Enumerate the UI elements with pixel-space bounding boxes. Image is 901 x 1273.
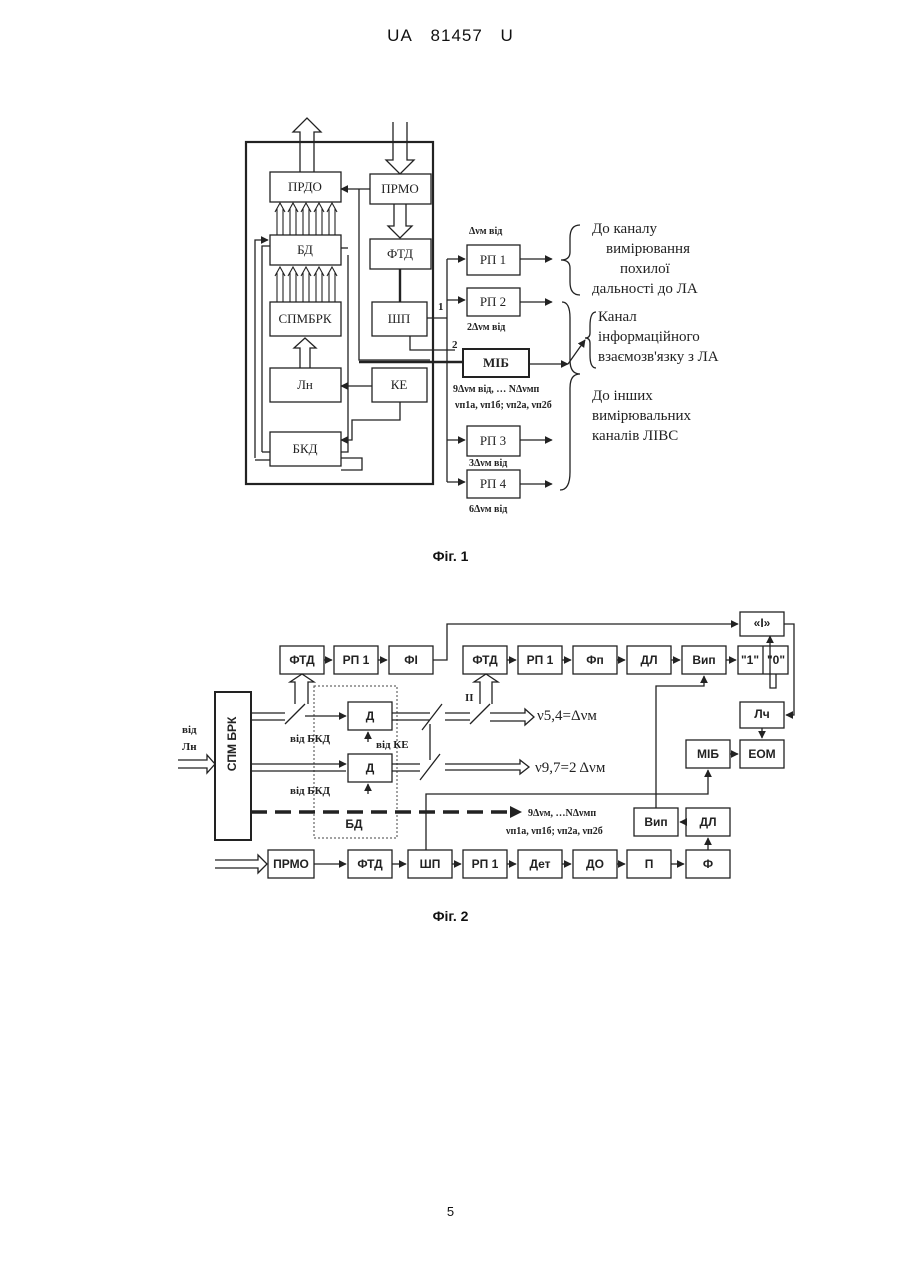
f2-vip2: Вип <box>634 808 678 836</box>
label-vid-bkd-1: від БКД <box>290 733 331 745</box>
label-vid: від <box>182 724 197 736</box>
f2-p: П <box>627 850 671 878</box>
f2-bd-label: БД <box>345 817 363 831</box>
f2-fi: ФІ <box>389 646 433 674</box>
f2-dashed-arrow <box>510 806 522 818</box>
f2-f: Ф <box>686 850 730 878</box>
f2-shp: ШП <box>408 850 452 878</box>
svg-text:ФТД: ФТД <box>289 653 315 667</box>
svg-text:ДО: ДО <box>586 857 604 871</box>
svg-text:РП 1: РП 1 <box>343 653 370 667</box>
svg-text:ШП: ШП <box>420 857 441 871</box>
input-arrow-ln <box>178 755 215 773</box>
f2-vip1: Вип <box>682 646 726 674</box>
f2-rp1b: РП 1 <box>518 646 562 674</box>
svg-text:Д: Д <box>366 761 375 775</box>
f2-do: ДО <box>573 850 617 878</box>
f2-dl2: ДЛ <box>686 808 730 836</box>
label-nu54: ν5,4=Δνм <box>537 708 597 724</box>
f2-d2: Д <box>348 754 392 782</box>
svg-text:МІБ: МІБ <box>697 747 719 761</box>
f2-rp1a: РП 1 <box>334 646 378 674</box>
svg-text:П: П <box>645 857 654 871</box>
label-ii: II <box>465 692 474 704</box>
svg-text:ФІ: ФІ <box>404 653 418 667</box>
svg-text:ПРМО: ПРМО <box>273 857 309 871</box>
label-ln: Лн <box>182 741 197 753</box>
svg-text:РП 1: РП 1 <box>527 653 554 667</box>
svg-text:Вип: Вип <box>644 815 667 829</box>
f2-eom: ЕОМ <box>740 740 784 768</box>
label-vid-bkd-2: від БКД <box>290 785 331 797</box>
f2-ftd1: ФТД <box>280 646 324 674</box>
svg-text:РП 1: РП 1 <box>472 857 499 871</box>
page-number: 5 <box>0 1204 901 1219</box>
f2-fp: Фп <box>573 646 617 674</box>
f2-ftd3: ФТД <box>348 850 392 878</box>
figure-2: ФТД РП 1 ФІ ФТД РП 1 Фп ДЛ Вип "1" "0" «… <box>0 0 901 900</box>
svg-text:Вип: Вип <box>692 653 715 667</box>
svg-text:ФТД: ФТД <box>357 857 383 871</box>
svg-text:ДЛ: ДЛ <box>641 653 658 667</box>
f2-prmo: ПРМО <box>268 850 314 878</box>
label-nu97: ν9,7=2 Δνм <box>535 760 606 776</box>
svg-text:ДЛ: ДЛ <box>700 815 717 829</box>
svg-text:СПМ БРК: СПМ БРК <box>225 716 239 771</box>
label-mib-freq: 9Δνм, …NΔνмп <box>528 808 596 819</box>
f2-det: Дет <box>518 850 562 878</box>
f2-ftd2: ФТД <box>463 646 507 674</box>
f2-rp1c: РП 1 <box>463 850 507 878</box>
f2-spmbrk: СПМ БРК <box>215 692 251 840</box>
svg-text:Фп: Фп <box>586 653 604 667</box>
label-vid-ke: від КЕ <box>376 739 409 751</box>
f2-lch: Лч <box>740 702 784 728</box>
figure-2-caption: Фіг. 2 <box>0 908 901 924</box>
svg-text:Д: Д <box>366 709 375 723</box>
svg-text:"1": "1" <box>741 653 759 667</box>
f2-mib: МІБ <box>686 740 730 768</box>
svg-text:ФТД: ФТД <box>472 653 498 667</box>
svg-text:Лч: Лч <box>754 707 769 721</box>
svg-text:«І»: «І» <box>754 616 771 630</box>
svg-text:Ф: Ф <box>703 857 713 871</box>
f2-d1: Д <box>348 702 392 730</box>
f2-dl1: ДЛ <box>627 646 671 674</box>
label-mib-freq-2: νп1а, νп1б; νп2а, νп2б <box>505 826 603 837</box>
svg-text:ЕОМ: ЕОМ <box>748 747 775 761</box>
svg-text:Дет: Дет <box>529 857 550 871</box>
f2-one-zero: "1" "0" <box>738 646 788 674</box>
f2-and: «І» <box>740 612 784 636</box>
